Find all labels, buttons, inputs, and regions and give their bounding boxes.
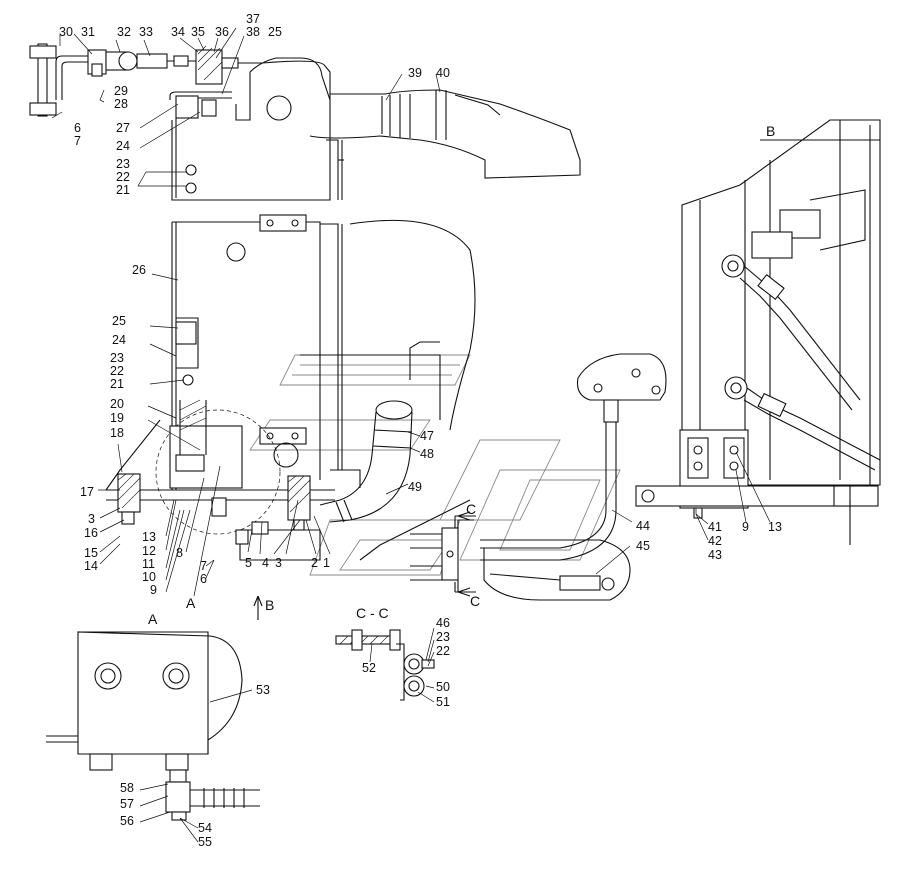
callout-42: 42 [708,534,722,548]
callout-47: 47 [420,429,434,443]
view-label-a-arrow: A [186,595,196,611]
callout-2: 2 [311,556,318,570]
callout-37: 37 [246,12,260,26]
callout-10: 10 [142,570,156,584]
callout-3b: 3 [275,556,282,570]
callout-8: 8 [176,546,183,560]
view-a [46,631,260,821]
callout-53: 53 [256,683,270,697]
callout-25b: 25 [112,314,126,328]
upper-frame [171,57,344,201]
callout-21b: 21 [110,377,124,391]
callout-22: 22 [116,170,130,184]
callout-17: 17 [80,485,94,499]
callout-46: 46 [436,616,450,630]
callout-31: 31 [81,25,95,39]
view-label-a: A [148,611,158,627]
callout-12: 12 [142,544,156,558]
callout-24b: 24 [112,333,126,347]
callout-28: 28 [114,97,128,111]
callout-13: 13 [142,530,156,544]
callout-49: 49 [408,480,422,494]
callout-24: 24 [116,139,130,153]
callout-22c: 22 [436,644,450,658]
callout-36: 36 [215,25,229,39]
callout-21: 21 [116,183,130,197]
callout-29: 29 [114,84,128,98]
callout-50: 50 [436,680,450,694]
callout-13b: 13 [768,520,782,534]
callout-32: 32 [117,25,131,39]
callout-57: 57 [120,797,134,811]
callout-39: 39 [408,66,422,80]
callout-3: 3 [88,512,95,526]
callout-11: 11 [142,557,155,571]
upper-hose [309,89,581,179]
callout-27: 27 [116,121,130,135]
view-label-c-bottom: C [470,593,480,609]
callout-22b: 22 [110,364,124,378]
callout-23c: 23 [436,630,450,644]
mount-assembly [105,399,335,561]
callout-1: 1 [323,556,330,570]
callout-38: 38 [246,25,260,39]
callout-6b: 6 [200,572,207,586]
leader-lines [51,27,771,843]
watermark [249,354,621,576]
callout-58: 58 [120,781,134,795]
view-label-b-top: B [766,123,775,139]
top-linkage [29,43,331,119]
callout-6: 6 [74,121,81,135]
callout-52: 52 [362,661,376,675]
hose-44 [480,353,667,601]
callout-7: 7 [74,134,81,148]
callout-9b: 9 [742,520,749,534]
view-label-b-arrow: B [265,597,274,613]
callout-9: 9 [150,583,157,597]
lower-pipe [319,341,471,561]
callout-56: 56 [120,814,134,828]
callout-23b: 23 [110,351,124,365]
callout-7b: 7 [200,559,207,573]
callout-45: 45 [636,539,650,553]
callout-26: 26 [132,263,146,277]
section-markers [253,511,476,620]
callout-30: 30 [59,25,73,39]
view-label-c-top: C [466,501,476,517]
callout-4: 4 [262,556,269,570]
section-cc [335,629,435,701]
callout-48: 48 [420,447,434,461]
callout-25: 25 [268,25,282,39]
callout-19: 19 [110,411,124,425]
callout-55: 55 [198,835,212,849]
view-label-cc: C - C [356,605,389,621]
callout-5: 5 [245,556,252,570]
callout-16: 16 [84,526,98,540]
callout-23: 23 [116,157,130,171]
callout-40: 40 [436,66,450,80]
callout-33: 33 [139,25,153,39]
callout-14: 14 [84,559,98,573]
callout-20: 20 [110,397,124,411]
clamp-c [410,519,474,593]
callout-43: 43 [708,548,722,562]
callout-18: 18 [110,426,124,440]
view-b [635,119,881,545]
callout-41: 41 [708,520,722,534]
callout-35: 35 [191,25,205,39]
callout-51: 51 [436,695,450,709]
callout-15: 15 [84,546,98,560]
callout-54: 54 [198,821,212,835]
callout-labels: 30 31 32 33 34 35 36 37 38 25 29 28 6 7 … [59,12,782,849]
view-labels: B A B C C C - C A [148,123,775,627]
callout-34: 34 [171,25,185,39]
callout-44: 44 [636,519,650,533]
